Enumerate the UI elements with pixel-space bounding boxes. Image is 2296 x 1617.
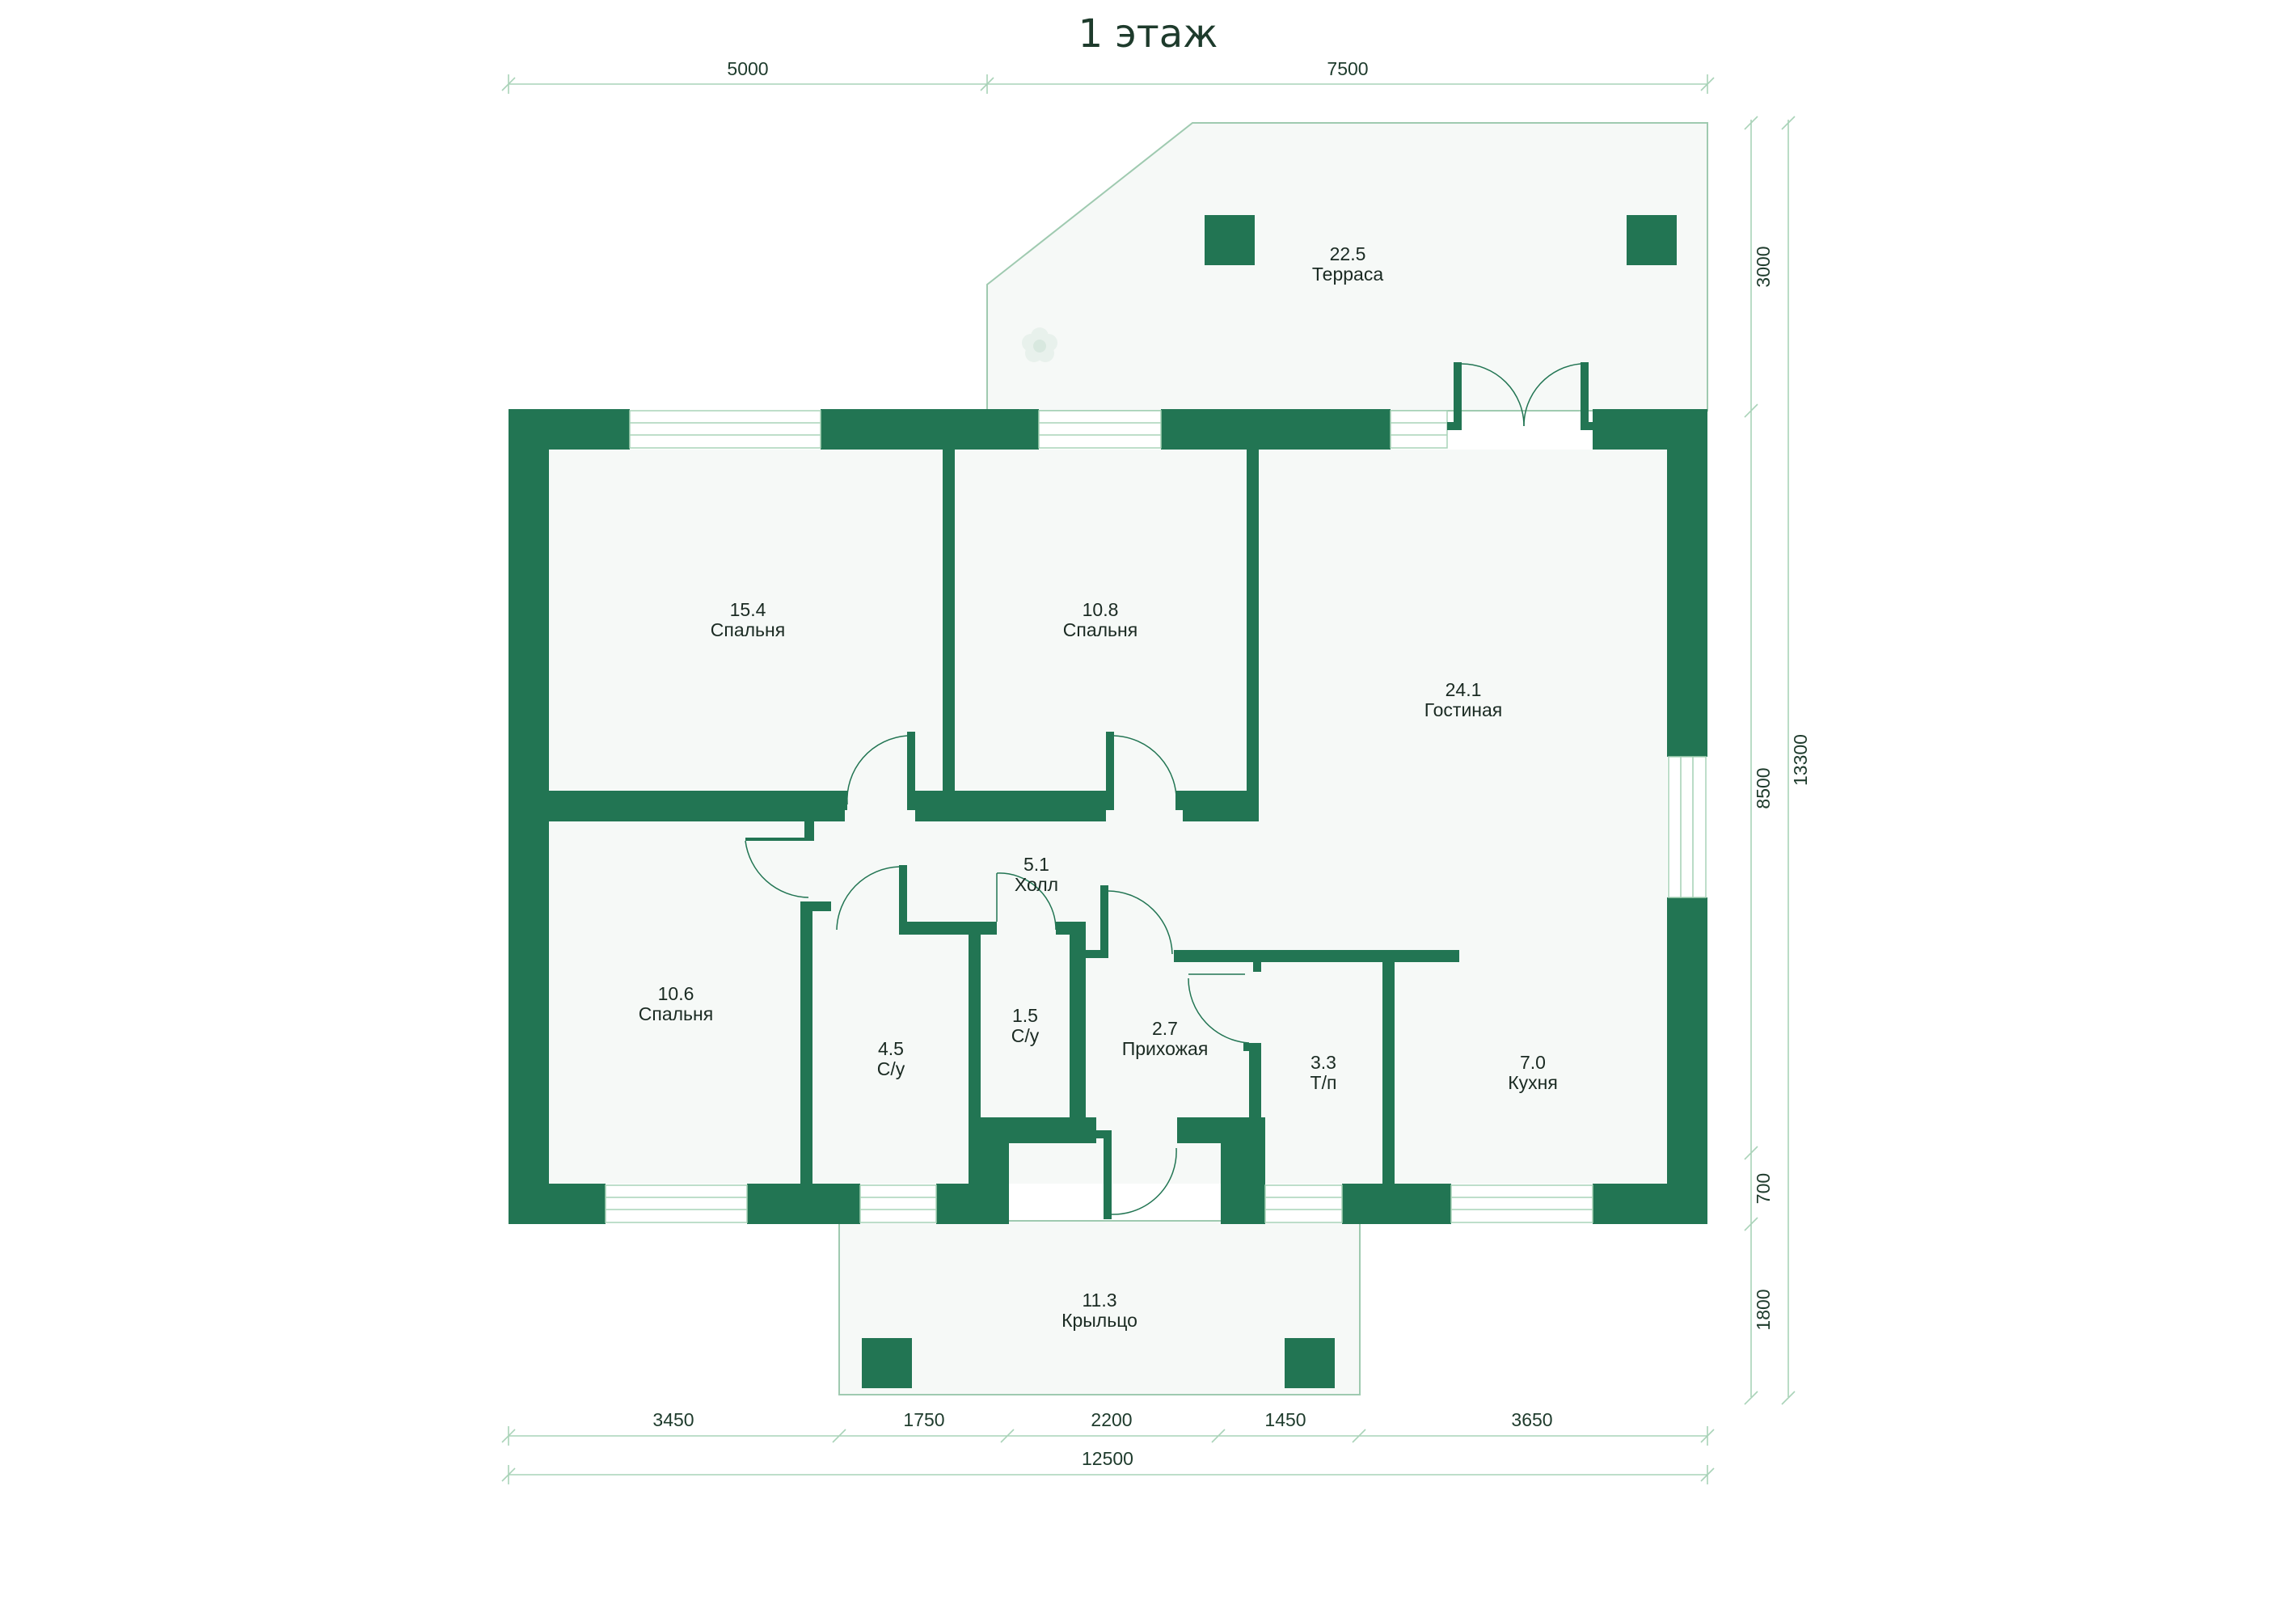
- room-bathroom-2: 1.5 С/у: [1011, 1005, 1040, 1046]
- room-area: 7.0: [1520, 1052, 1546, 1073]
- porch-column: [862, 1338, 912, 1388]
- terrace-column: [1205, 215, 1255, 265]
- room-name: Кухня: [1508, 1072, 1558, 1093]
- dim-right-4: 1800: [1753, 1289, 1774, 1330]
- room-area: 10.8: [1083, 599, 1119, 620]
- dim-right-total: 13300: [1790, 734, 1811, 786]
- room-name: Гостиная: [1424, 699, 1503, 720]
- room-terrace: 22.5 Терраса: [1312, 243, 1383, 285]
- room-area: 10.6: [658, 983, 694, 1004]
- dim-bottom-1: 3450: [652, 1409, 694, 1430]
- dim-top-2: 7500: [1327, 58, 1368, 79]
- room-living: 24.1 Гостиная: [1424, 679, 1503, 720]
- dim-top-1: 5000: [727, 58, 768, 79]
- window: [1390, 410, 1448, 449]
- room-technical: 3.3 Т/п: [1310, 1052, 1337, 1093]
- room-name: Терраса: [1312, 264, 1383, 285]
- dim-bottom-3: 2200: [1091, 1409, 1132, 1430]
- room-name: Прихожая: [1122, 1038, 1209, 1059]
- room-area: 22.5: [1330, 243, 1366, 264]
- plan-title: 1 этаж: [1078, 11, 1218, 57]
- room-name: Спальня: [711, 619, 785, 640]
- dim-right-1: 3000: [1753, 246, 1774, 287]
- room-name: Спальня: [1063, 619, 1137, 640]
- dim-right-3: 700: [1753, 1173, 1774, 1204]
- room-labels: 22.5 Терраса 15.4 Спальня 10.8 Спальня 2…: [639, 243, 1558, 1331]
- doors: [745, 362, 1595, 1219]
- room-bathroom-1: 4.5 С/у: [877, 1038, 905, 1079]
- room-name: С/у: [1011, 1025, 1040, 1046]
- room-area: 4.5: [878, 1038, 904, 1059]
- window: [1264, 1184, 1343, 1223]
- window: [629, 410, 821, 449]
- interior-walls: [549, 450, 1459, 1184]
- dim-bottom-5: 3650: [1511, 1409, 1552, 1430]
- room-name: Крыльцо: [1061, 1310, 1137, 1331]
- dimension-labels: 5000 7500 3000 8500 700 1800 13300 3450 …: [652, 58, 1811, 1469]
- exterior-walls: [509, 409, 1707, 1224]
- room-name: Холл: [1015, 874, 1058, 895]
- windows: [605, 410, 1707, 1223]
- room-name: Спальня: [639, 1003, 713, 1024]
- room-area: 15.4: [730, 599, 766, 620]
- room-area: 11.3: [1082, 1290, 1116, 1311]
- room-area: 1.5: [1012, 1005, 1038, 1026]
- room-area: 24.1: [1446, 679, 1482, 700]
- room-bedroom-2: 10.8 Спальня: [1063, 599, 1137, 640]
- window: [1038, 410, 1162, 449]
- room-name: С/у: [877, 1058, 905, 1079]
- room-area: 3.3: [1310, 1052, 1336, 1073]
- porch-column: [1285, 1338, 1335, 1388]
- window: [859, 1184, 937, 1223]
- room-bedroom-3: 10.6 Спальня: [639, 983, 713, 1024]
- dimension-lines: [501, 74, 1796, 1484]
- room-bedroom-1: 15.4 Спальня: [711, 599, 785, 640]
- room-entrance-hall: 2.7 Прихожая: [1122, 1018, 1209, 1059]
- room-name: Т/п: [1310, 1072, 1337, 1093]
- dim-bottom-2: 1750: [903, 1409, 944, 1430]
- room-area: 5.1: [1023, 854, 1049, 875]
- room-hall: 5.1 Холл: [1015, 854, 1058, 895]
- room-area: 2.7: [1152, 1018, 1178, 1039]
- dim-right-2: 8500: [1753, 767, 1774, 808]
- window: [605, 1184, 748, 1223]
- room-kitchen: 7.0 Кухня: [1508, 1052, 1558, 1093]
- terrace-column: [1627, 215, 1677, 265]
- dim-bottom-4: 1450: [1264, 1409, 1306, 1430]
- plant-icon: [1022, 327, 1057, 362]
- dim-bottom-total: 12500: [1082, 1448, 1133, 1469]
- window: [1668, 756, 1707, 898]
- window: [1450, 1184, 1593, 1223]
- room-porch: 11.3 Крыльцо: [1061, 1290, 1137, 1331]
- porch-area: [838, 1220, 1361, 1395]
